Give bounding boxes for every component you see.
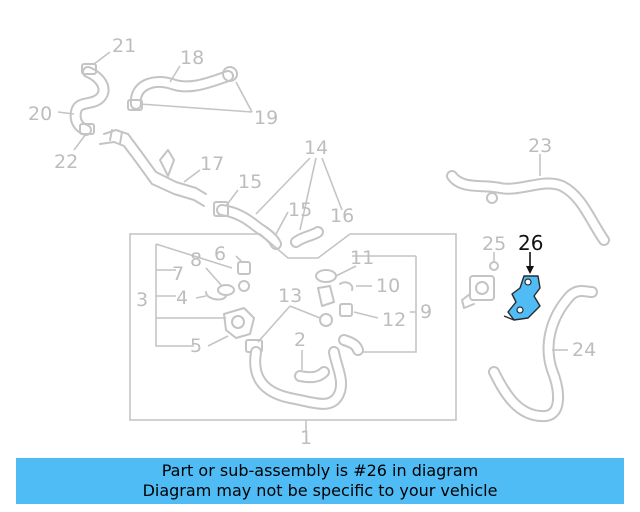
callout-26[interactable]: 26 — [518, 231, 543, 255]
callout-22[interactable]: 22 — [54, 151, 78, 173]
hose-24[interactable] — [488, 285, 598, 423]
callout-14[interactable]: 14 — [304, 137, 328, 159]
fittings-11-10-12[interactable] — [315, 269, 354, 327]
callout-1[interactable]: 1 — [300, 427, 312, 449]
callout-9[interactable]: 9 — [420, 301, 432, 323]
leader-group-3 — [155, 243, 233, 347]
callout-2[interactable]: 2 — [294, 329, 306, 351]
fitting-6[interactable] — [237, 261, 251, 292]
hose-23[interactable] — [446, 170, 610, 246]
callout-4[interactable]: 4 — [176, 287, 188, 309]
info-banner: Part or sub-assembly is #26 in diagram D… — [16, 458, 624, 504]
callout-21[interactable]: 21 — [112, 35, 136, 57]
callout-3[interactable]: 3 — [136, 289, 148, 311]
parts-diagram: 21 18 20 19 22 17 14 15 15 16 23 26 25 6… — [28, 35, 610, 449]
coolant-connector-5[interactable] — [223, 307, 263, 353]
callout-7[interactable]: 7 — [172, 263, 184, 285]
leader-group-9 — [352, 255, 417, 353]
callout-5[interactable]: 5 — [190, 335, 202, 357]
callout-16[interactable]: 16 — [330, 205, 354, 227]
panel-outline-1 — [129, 233, 457, 421]
hose-14[interactable] — [213, 201, 324, 250]
hose-18[interactable] — [127, 66, 238, 111]
callout-15a[interactable]: 15 — [238, 171, 262, 193]
callout-13[interactable]: 13 — [278, 285, 302, 307]
callout-8[interactable]: 8 — [190, 249, 202, 271]
callout-25[interactable]: 25 — [482, 233, 506, 255]
hose-main-1[interactable] — [249, 334, 364, 410]
callout-24[interactable]: 24 — [572, 339, 596, 361]
valve-25[interactable] — [461, 261, 499, 309]
clamp-8-7-4[interactable] — [205, 284, 235, 301]
callout-20[interactable]: 20 — [28, 103, 52, 125]
callout-6[interactable]: 6 — [214, 243, 226, 265]
callout-12[interactable]: 12 — [382, 309, 406, 331]
callout-19[interactable]: 19 — [254, 107, 278, 129]
banner-line-part: Part or sub-assembly is #26 in diagram — [161, 461, 479, 480]
callout-18[interactable]: 18 — [180, 47, 204, 69]
callout-10[interactable]: 10 — [376, 275, 400, 297]
banner-line-disclaimer: Diagram may not be specific to your vehi… — [142, 481, 498, 500]
hose-assembly-20[interactable] — [69, 63, 110, 136]
callout-23[interactable]: 23 — [528, 135, 552, 157]
callout-11[interactable]: 11 — [350, 247, 374, 269]
pipe-17[interactable] — [99, 129, 207, 207]
callout-15b[interactable]: 15 — [288, 199, 312, 221]
callout-17[interactable]: 17 — [200, 153, 224, 175]
bracket-26[interactable] — [503, 275, 541, 321]
